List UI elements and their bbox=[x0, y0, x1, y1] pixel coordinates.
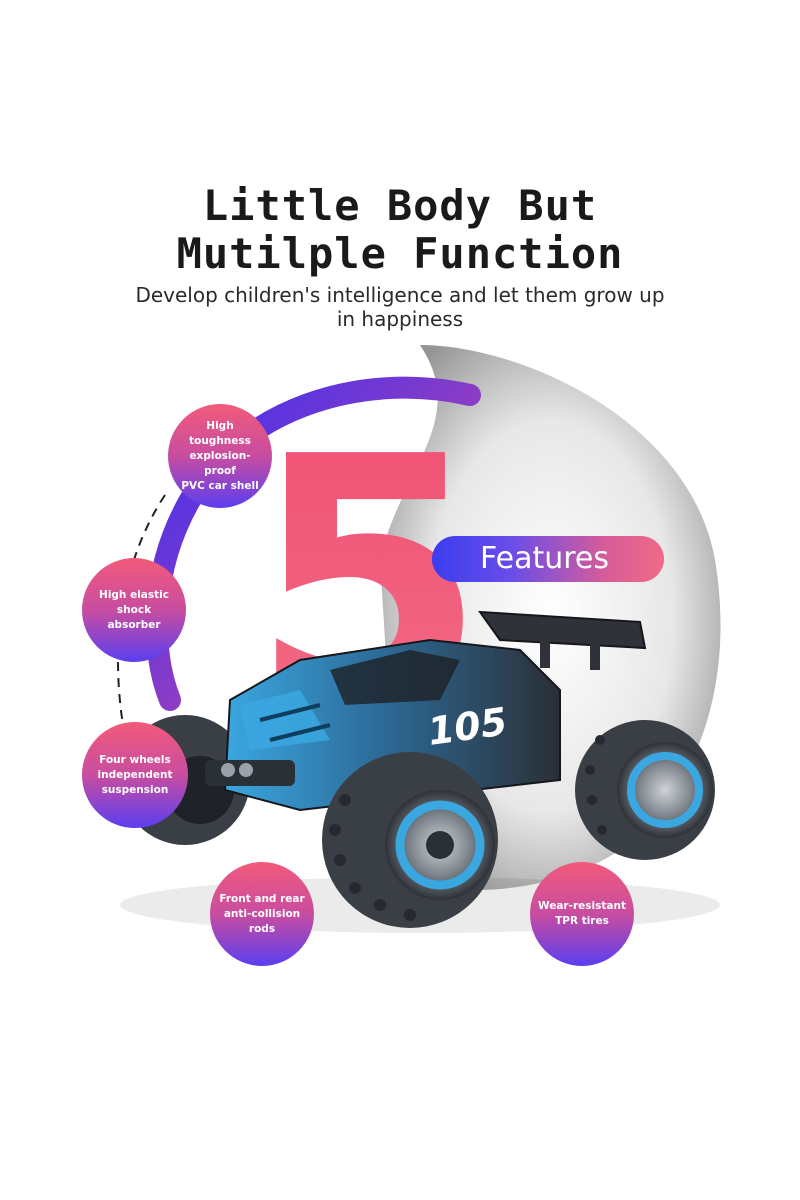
headline: Little Body But Mutilple Function bbox=[0, 182, 800, 278]
feature-bubble-pvc-shell: High toughness explosion-proof PVC car s… bbox=[168, 404, 272, 508]
feature-bubble-tpr-tires: Wear-resistant TPR tires bbox=[530, 862, 634, 966]
car-decal-number: 105 bbox=[425, 699, 510, 754]
subheadline: Develop children's intelligence and let … bbox=[135, 283, 665, 331]
headline-line2: Mutilple Function bbox=[176, 229, 624, 278]
features-pill: Features bbox=[432, 536, 664, 582]
feature-bubble-shock-absorber: High elastic shock absorber bbox=[82, 558, 186, 662]
feature-label: High toughness explosion-proof PVC car s… bbox=[181, 419, 259, 492]
feature-bubble-suspension: Four wheels independent suspension bbox=[82, 722, 188, 828]
feature-bubble-anti-collision: Front and rear anti-collision rods bbox=[210, 862, 314, 966]
headline-line1: Little Body But bbox=[202, 181, 598, 230]
feature-label: High elastic shock absorber bbox=[99, 588, 169, 631]
feature-label: Wear-resistant TPR tires bbox=[538, 900, 626, 927]
feature-label: Front and rear anti-collision rods bbox=[219, 892, 305, 935]
feature-label: Four wheels independent suspension bbox=[97, 753, 173, 796]
rc-monster-truck-image: 105 bbox=[120, 610, 715, 928]
